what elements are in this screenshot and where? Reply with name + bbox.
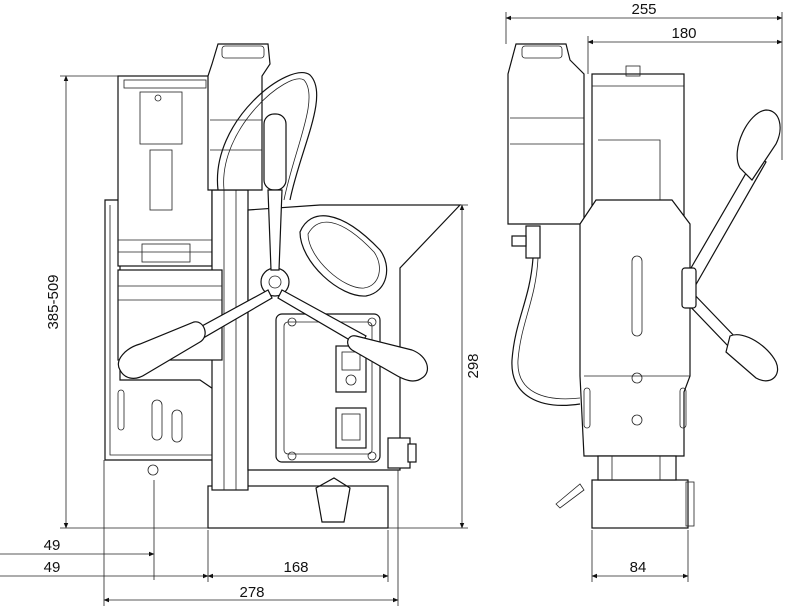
handle-grip-right	[347, 335, 429, 382]
dim-label-49-upper: 49	[44, 537, 61, 554]
handle-grip-left	[117, 321, 206, 379]
dim-label-49-lower: 49	[44, 559, 61, 576]
lifting-handle	[315, 477, 351, 523]
dim-label-255: 255	[631, 1, 656, 18]
cable-gland	[387, 437, 411, 469]
dim-label-180: 180	[671, 25, 696, 42]
stop-switch	[335, 407, 367, 449]
front-view	[104, 43, 462, 529]
side-coolant-bottle	[507, 43, 585, 225]
feed-handle	[263, 113, 287, 191]
side-frame	[579, 199, 691, 457]
side-motor-housing	[591, 73, 685, 225]
dimension-lines	[0, 12, 783, 606]
dim-label-84: 84	[630, 559, 647, 576]
motor-housing	[117, 75, 213, 267]
dim-label-height: 385-509	[45, 274, 62, 329]
motor-window	[299, 215, 388, 297]
side-handle-grip-lower	[725, 334, 779, 382]
dim-label-278: 278	[239, 584, 264, 601]
side-magnet-base	[591, 479, 689, 529]
side-handle-grip-upper	[736, 109, 781, 181]
dim-label-168: 168	[283, 559, 308, 576]
dim-label-298: 298	[465, 353, 482, 378]
side-view	[507, 43, 781, 529]
magnet-base	[207, 485, 389, 529]
screw-icon	[147, 464, 159, 476]
